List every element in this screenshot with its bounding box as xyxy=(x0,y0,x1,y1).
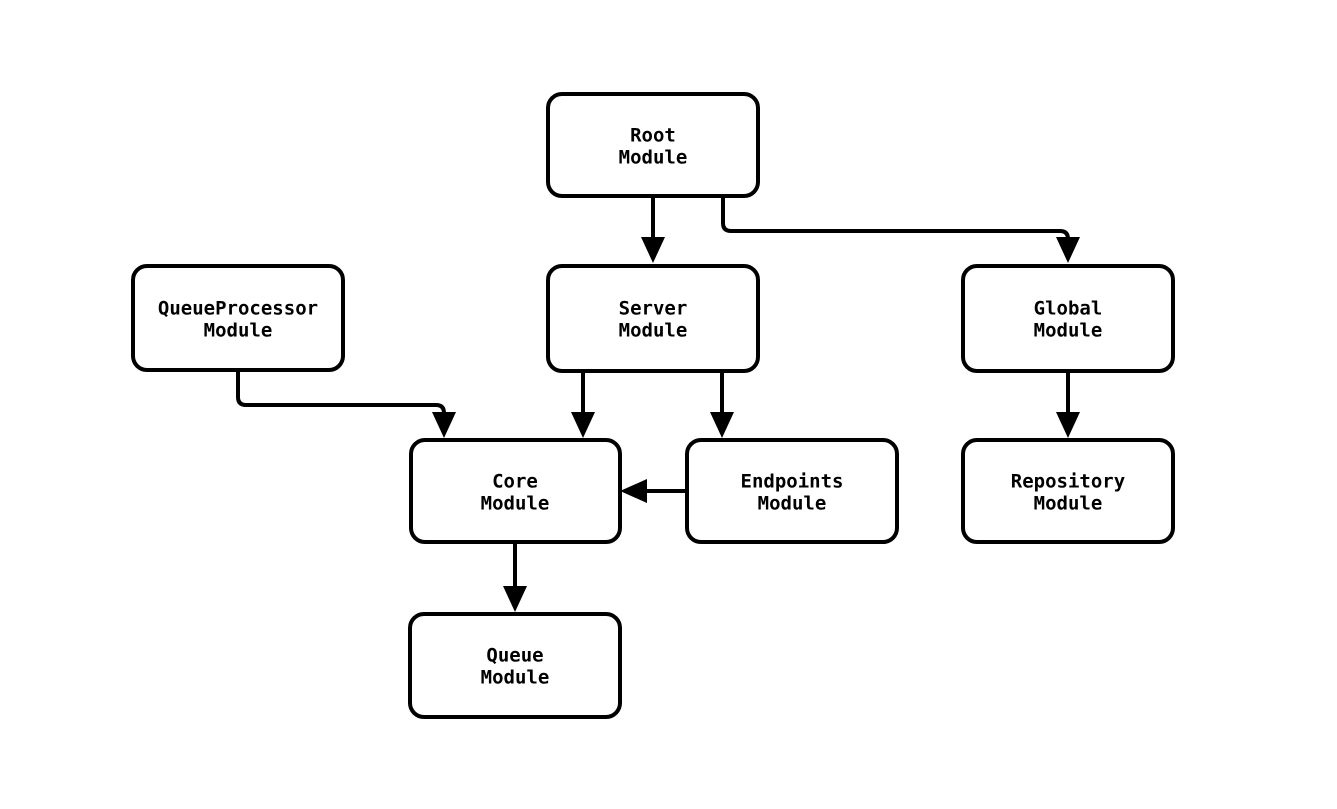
node-core-module[interactable]: Core Module xyxy=(409,438,622,544)
node-endpoints-module-label-line1: Endpoints xyxy=(741,471,844,493)
edge-root-to-global-line xyxy=(721,196,1070,243)
node-repository-module-label-line1: Repository xyxy=(1011,471,1125,493)
node-queue-module-box[interactable] xyxy=(408,612,622,719)
node-queueprocessor-module[interactable]: QueueProcessor Module xyxy=(131,264,345,372)
node-global-module-label-line1: Global xyxy=(1034,298,1103,320)
edge-server-to-endpoints xyxy=(710,371,734,438)
node-global-module-box[interactable] xyxy=(961,264,1175,373)
node-core-module-box[interactable] xyxy=(409,438,622,544)
node-layer: Root Module QueueProcessor Module Server… xyxy=(131,92,1175,719)
node-global-module[interactable]: Global Module xyxy=(961,264,1175,373)
edge-endpoints-to-core xyxy=(620,479,687,503)
edge-layer xyxy=(236,196,1080,612)
edge-server-to-core-arrowhead xyxy=(571,412,595,438)
node-server-module-box[interactable] xyxy=(546,264,760,373)
edge-queueprocessor-to-core xyxy=(236,370,456,438)
node-server-module[interactable]: Server Module xyxy=(546,264,760,373)
edge-root-to-server xyxy=(641,196,665,263)
node-global-module-label-line2: Module xyxy=(1034,320,1103,342)
node-queue-module-label-line1: Queue xyxy=(486,645,543,667)
edge-root-to-global xyxy=(721,196,1080,263)
edge-server-to-core xyxy=(571,371,595,438)
edge-global-to-repository-arrowhead xyxy=(1056,412,1080,438)
node-server-module-label-line1: Server xyxy=(619,298,688,320)
node-queue-module-label-line2: Module xyxy=(481,667,550,689)
node-root-module-box[interactable] xyxy=(546,92,760,198)
node-queue-module[interactable]: Queue Module xyxy=(408,612,622,719)
edge-root-to-server-arrowhead xyxy=(641,237,665,263)
edge-root-to-global-arrowhead xyxy=(1056,237,1080,263)
node-repository-module[interactable]: Repository Module xyxy=(961,438,1175,544)
edge-queueprocessor-to-core-line xyxy=(236,370,446,417)
node-queueprocessor-module-box[interactable] xyxy=(131,264,345,372)
node-root-module[interactable]: Root Module xyxy=(546,92,760,198)
node-endpoints-module-label-line2: Module xyxy=(758,493,827,515)
edge-endpoints-to-core-arrowhead xyxy=(620,479,647,503)
edge-server-to-endpoints-arrowhead xyxy=(710,412,734,438)
edge-global-to-repository xyxy=(1056,371,1080,438)
node-repository-module-box[interactable] xyxy=(961,438,1175,544)
node-root-module-label-line2: Module xyxy=(619,147,688,169)
node-root-module-label-line1: Root xyxy=(630,125,676,147)
edge-queueprocessor-to-core-arrowhead xyxy=(432,412,456,438)
node-queueprocessor-module-label-line2: Module xyxy=(204,320,273,342)
node-repository-module-label-line2: Module xyxy=(1034,493,1103,515)
node-queueprocessor-module-label-line1: QueueProcessor xyxy=(158,298,318,320)
node-endpoints-module-box[interactable] xyxy=(685,438,899,544)
node-server-module-label-line2: Module xyxy=(619,320,688,342)
node-core-module-label-line1: Core xyxy=(492,471,538,493)
edge-core-to-queue-arrowhead xyxy=(503,586,527,612)
edge-core-to-queue xyxy=(503,542,527,612)
node-endpoints-module[interactable]: Endpoints Module xyxy=(685,438,899,544)
node-core-module-label-line2: Module xyxy=(481,493,550,515)
